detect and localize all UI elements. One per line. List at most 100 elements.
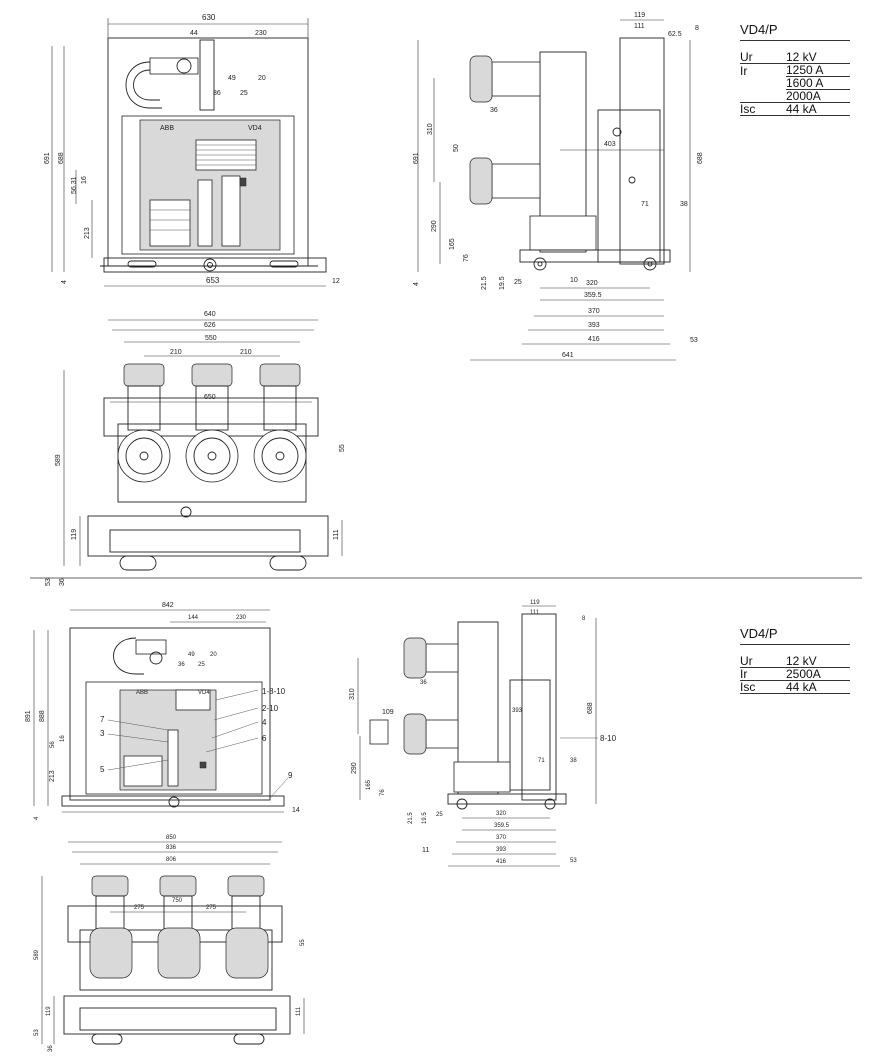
bottom-front-dim-16: 16 — [60, 735, 66, 742]
top-plan-dim-589: 589 — [55, 454, 62, 466]
bottom-side-dim-111: 111 — [530, 610, 540, 616]
bottom-side-dim-393: 393 — [512, 708, 523, 714]
bottom-plan-dim-850: 850 — [166, 835, 177, 841]
spec-value: 12 kV — [786, 51, 850, 64]
spec-key: Ir — [740, 667, 786, 681]
top-plan-view: 640 626 550 210 210 650 589 55 119 111 5… — [45, 311, 346, 586]
top-front-dim-44: 44 — [190, 30, 198, 37]
bottom-front-dim-49: 49 — [188, 652, 195, 658]
spec-value: 44 kA — [786, 680, 850, 694]
top-front-dim-4: 4 — [61, 280, 68, 284]
spec-key — [740, 77, 786, 90]
bottom-front-dim-230: 230 — [236, 615, 247, 621]
bottom-side-dim-38: 38 — [570, 758, 577, 764]
bottom-side-dim-310: 310 — [349, 688, 356, 700]
bottom-front-dim-891: 891 — [25, 710, 32, 722]
top-front-dim-56: 56.31 — [71, 176, 78, 194]
top-side-dim-8: 8 — [695, 25, 699, 32]
top-side-dim-4: 4 — [413, 282, 420, 286]
top-front-dim-49: 49 — [228, 75, 236, 82]
bottom-side-callout-8-10: 8-10 — [600, 734, 617, 743]
bottom-side-dim-290: 290 — [351, 762, 358, 774]
bottom-front-dim-213: 213 — [49, 770, 56, 782]
bottom-plan-view: 850 836 806 275 750 275 589 55 119 111 5… — [34, 835, 306, 1052]
top-side-dim-53: 53 — [690, 337, 698, 344]
spec-value: 44 kA — [786, 102, 850, 116]
bottom-front-callout-9: 9 — [288, 771, 293, 780]
bottom-side-dim-76: 76 — [380, 789, 386, 796]
top-plan-dim-55: 55 — [339, 444, 346, 452]
bottom-front-callout-4: 4 — [262, 718, 267, 727]
top-side-dim-36: 36 — [490, 107, 498, 114]
bottom-side-dim-21: 21.5 — [408, 812, 414, 824]
top-side-dim-393: 393 — [588, 322, 600, 329]
top-front-dim-width: 630 — [202, 13, 216, 22]
bottom-plan-dim-55: 55 — [300, 939, 306, 946]
bottom-front-dim-25: 25 — [198, 662, 205, 668]
bottom-plan-dim-275a: 275 — [134, 905, 145, 911]
spec-value: 1250 A — [786, 63, 850, 77]
bottom-front-dim-36: 36 — [178, 662, 185, 668]
bottom-front-dim-20: 20 — [210, 652, 217, 658]
top-plan-dim-36: 36 — [59, 578, 66, 586]
bottom-side-dim-8: 8 — [582, 616, 586, 622]
bottom-side-dim-71: 71 — [538, 758, 545, 764]
spec-key: Isc — [740, 102, 786, 116]
bottom-plan-dim-589: 589 — [34, 949, 40, 960]
top-side-dim-290: 290 — [431, 220, 438, 232]
top-side-dim-71: 71 — [641, 201, 649, 208]
top-side-view: 119 111 62.5 8 36 310 691 50 403 688 71 … — [413, 12, 704, 361]
bottom-side-dim-25: 25 — [436, 812, 443, 818]
bottom-front-dim-144: 144 — [188, 615, 199, 621]
bottom-front-callout-2-10: 2-10 — [262, 704, 279, 713]
bottom-plan-dim-275b: 275 — [206, 905, 217, 911]
top-side-dim-416: 416 — [588, 336, 600, 343]
spec-value: 2500A — [786, 667, 850, 681]
top-plan-dim-626: 626 — [204, 322, 216, 329]
bottom-side-dim-119: 119 — [530, 600, 540, 606]
top-side-dim-641: 641 — [562, 352, 574, 359]
top-front-dim-653: 653 — [206, 276, 220, 285]
bottom-front-dim-14: 14 — [292, 807, 300, 814]
spec-title-bottom: VD4/P — [740, 626, 850, 645]
bottom-front-callout-1-8-10: 1-8-10 — [262, 687, 286, 696]
top-front-dim-213: 213 — [84, 227, 91, 239]
top-front-dim-230: 230 — [255, 30, 267, 37]
spec-key — [740, 89, 786, 103]
bottom-front-brand: ABB — [136, 690, 148, 696]
bottom-side-dim-53: 53 — [570, 858, 577, 864]
spec-key: Ur — [740, 655, 786, 668]
bottom-side-dim-320: 320 — [496, 811, 507, 817]
spec-title-top: VD4/P — [740, 22, 850, 41]
spec-value: 12 kV — [786, 655, 850, 668]
bottom-plan-dim-750: 750 — [172, 898, 183, 904]
spec-value: 2000A — [786, 89, 850, 103]
top-plan-dim-210b: 210 — [240, 349, 252, 356]
top-front-dim-691: 691 — [44, 152, 51, 164]
top-plan-dim-640: 640 — [204, 311, 216, 318]
bottom-side-view: 119 111 8 36 310 109 393 8-10 688 71 38 … — [349, 600, 617, 867]
top-side-dim-310: 310 — [427, 123, 434, 135]
top-front-dim-25: 25 — [240, 90, 248, 97]
spec-key: Ur — [740, 51, 786, 64]
top-front-dim-16: 16 — [81, 176, 88, 184]
bottom-plan-dim-36: 36 — [48, 1045, 54, 1052]
spec-key: Isc — [740, 680, 786, 694]
top-side-dim-62: 62.5 — [668, 31, 682, 38]
bottom-side-dim-393b: 393 — [496, 847, 507, 853]
spec-row: 2000A — [740, 89, 850, 103]
bottom-side-dim-165: 165 — [366, 779, 372, 790]
bottom-side-dim-19: 19.5 — [422, 812, 428, 824]
top-front-view: ABB VD4 630 44 230 49 20 36 25 691 688 5… — [44, 13, 340, 287]
top-plan-dim-53: 53 — [45, 578, 52, 586]
bottom-front-dim-56: 56 — [50, 741, 56, 748]
top-plan-dim-119: 119 — [71, 529, 78, 540]
top-side-dim-76: 76 — [463, 254, 470, 262]
top-front-brand: ABB — [160, 125, 174, 132]
